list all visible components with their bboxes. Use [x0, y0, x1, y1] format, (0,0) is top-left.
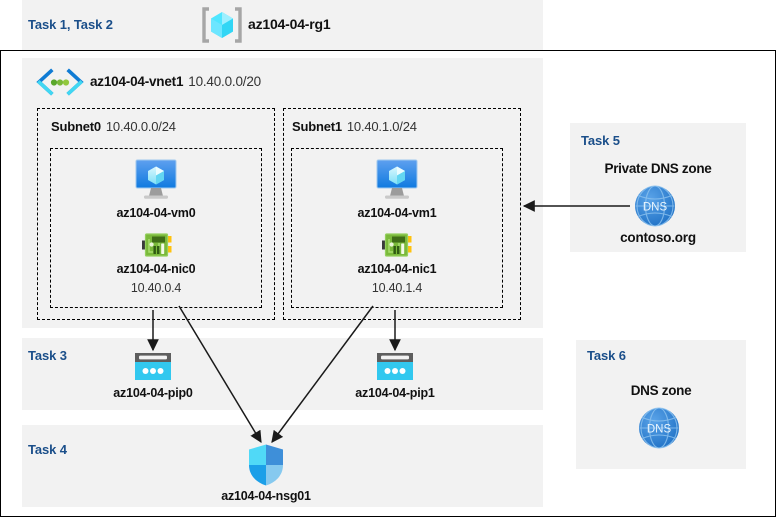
subnet-cidr-0: 10.40.0.0/24	[105, 119, 176, 134]
subnet-name-0: Subnet0	[51, 119, 101, 134]
task-label-5: Task 5	[581, 133, 620, 148]
vnet-cidr: 10.40.0.0/20	[188, 74, 261, 89]
subnet-box-1	[283, 108, 521, 320]
public-ip-icon-1	[376, 352, 414, 382]
public-ip-name-1: az104-04-pip1	[355, 386, 435, 400]
subnet-header-0: Subnet0 10.40.0.0/24	[51, 119, 176, 134]
nsg-name: az104-04-nsg01	[221, 489, 311, 503]
nic-name-0: az104-04-nic0	[116, 262, 196, 276]
private-dns-name: contoso.org	[620, 230, 696, 245]
task-label-4: Task 4	[28, 442, 67, 457]
dns-icon-label-public: DNS	[647, 424, 672, 436]
resource-group-icon	[201, 5, 243, 45]
task-label-6: Task 6	[587, 348, 626, 363]
dns-zone-icon-private: DNS	[633, 184, 677, 228]
vnet-panel	[22, 58, 543, 328]
vm-name-0: az104-04-vm0	[116, 206, 196, 220]
task-label-1-2: Task 1, Task 2	[28, 17, 113, 32]
network-interface-icon-0	[142, 232, 172, 260]
nic-name-1: az104-04-nic1	[357, 262, 437, 276]
subnet-box-0	[37, 108, 275, 320]
network-interface-icon-1	[382, 232, 412, 260]
resource-group-name: az104-04-rg1	[248, 16, 331, 32]
subnet-inner-box-1	[291, 148, 503, 308]
public-dns-heading: DNS zone	[630, 383, 692, 398]
public-ip-name-0: az104-04-pip0	[113, 386, 193, 400]
subnet-cidr-1: 10.40.1.0/24	[346, 119, 417, 134]
nic-ip-1: 10.40.1.4	[371, 281, 423, 295]
subnet-header-1: Subnet1 10.40.1.0/24	[292, 119, 417, 134]
private-dns-heading: Private DNS zone	[604, 161, 712, 176]
public-ip-icon-0	[134, 352, 172, 382]
vnet-name: az104-04-vnet1	[90, 74, 184, 89]
nic-ip-0: 10.40.0.4	[130, 281, 182, 295]
subnet-name-1: Subnet1	[292, 119, 342, 134]
network-security-group-icon	[246, 443, 286, 487]
resource-group-header-band	[22, 0, 543, 50]
virtual-machine-icon-1	[374, 157, 420, 201]
dns-icon-label-private: DNS	[643, 202, 668, 214]
subnet-inner-box-0	[50, 148, 262, 308]
virtual-machine-icon-0	[133, 157, 179, 201]
vm-name-1: az104-04-vm1	[357, 206, 437, 220]
vnet-header: az104-04-vnet1 10.40.0.0/20	[90, 74, 261, 89]
virtual-network-icon	[36, 68, 84, 96]
task-label-3: Task 3	[28, 348, 67, 363]
dns-zone-icon-public: DNS	[637, 406, 681, 450]
